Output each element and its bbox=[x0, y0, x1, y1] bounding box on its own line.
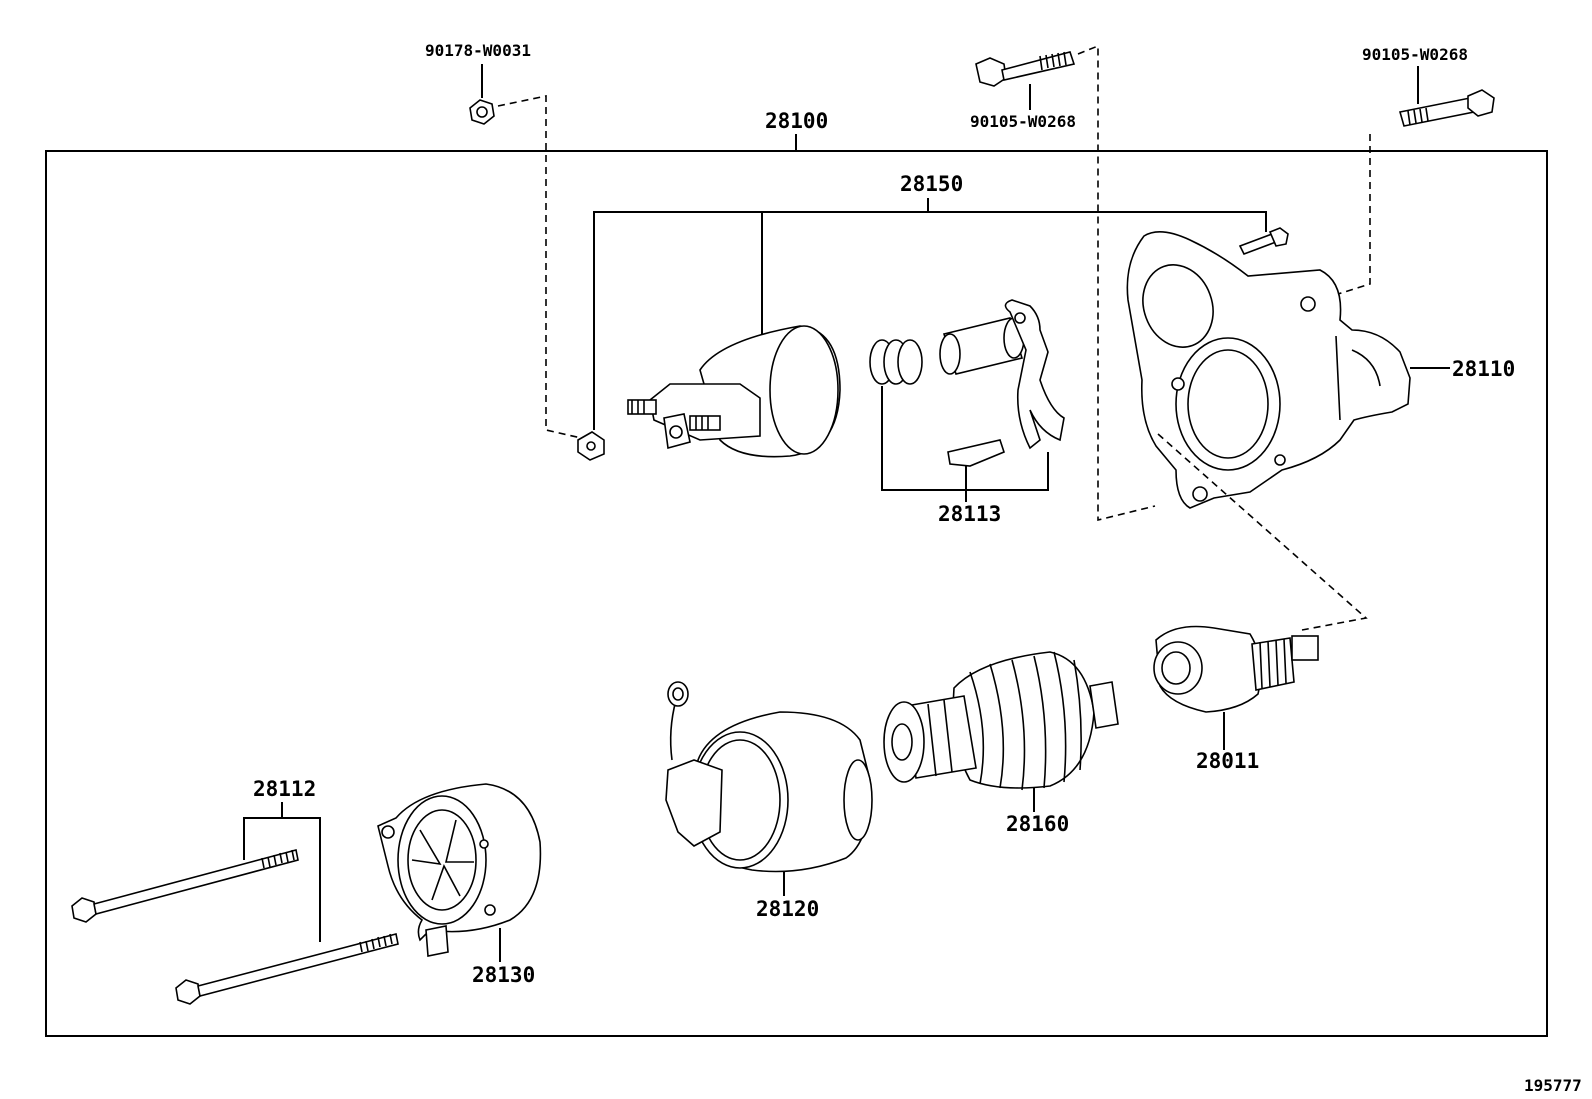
label-90105-W0268-right: 90105-W0268 bbox=[1362, 45, 1468, 64]
label-28100: 28100 bbox=[765, 109, 828, 133]
label-28120: 28120 bbox=[756, 897, 819, 921]
yoke-28120-icon[interactable] bbox=[665, 681, 873, 873]
label-90105-W0268-mid: 90105-W0268 bbox=[970, 112, 1076, 131]
through-bolt-lower-icon[interactable] bbox=[175, 933, 399, 1005]
end-frame-28130-icon[interactable] bbox=[377, 783, 542, 957]
label-90178-W0031: 90178-W0031 bbox=[425, 41, 531, 60]
through-bolt-upper-icon[interactable] bbox=[71, 849, 299, 923]
label-28112: 28112 bbox=[253, 777, 316, 801]
drive-housing-28110-icon[interactable] bbox=[1126, 231, 1411, 509]
label-28150: 28150 bbox=[900, 172, 963, 196]
armature-28160-icon[interactable] bbox=[883, 651, 1119, 791]
plunger-28113-icon[interactable] bbox=[939, 317, 1025, 375]
bolt-90105-mid-icon[interactable] bbox=[975, 51, 1076, 87]
solenoid-switch-icon[interactable] bbox=[627, 325, 841, 458]
screw-28150-icon[interactable] bbox=[1238, 227, 1289, 256]
lever-pin-28113-icon[interactable] bbox=[947, 439, 1005, 467]
spring-28113-icon[interactable] bbox=[869, 339, 923, 385]
label-28130: 28130 bbox=[472, 963, 535, 987]
reference-number: 195777 bbox=[1524, 1076, 1582, 1095]
bolt-90105-right-icon[interactable] bbox=[1398, 89, 1495, 127]
drive-lever-28113-icon[interactable] bbox=[1004, 299, 1065, 450]
label-28113: 28113 bbox=[938, 502, 1001, 526]
label-28011: 28011 bbox=[1196, 749, 1259, 773]
label-28160: 28160 bbox=[1006, 812, 1069, 836]
label-28110: 28110 bbox=[1452, 357, 1515, 381]
terminal-nut-icon[interactable] bbox=[577, 431, 605, 461]
starter-clutch-28011-icon[interactable] bbox=[1153, 625, 1319, 713]
nut-90178-icon[interactable] bbox=[469, 99, 495, 125]
